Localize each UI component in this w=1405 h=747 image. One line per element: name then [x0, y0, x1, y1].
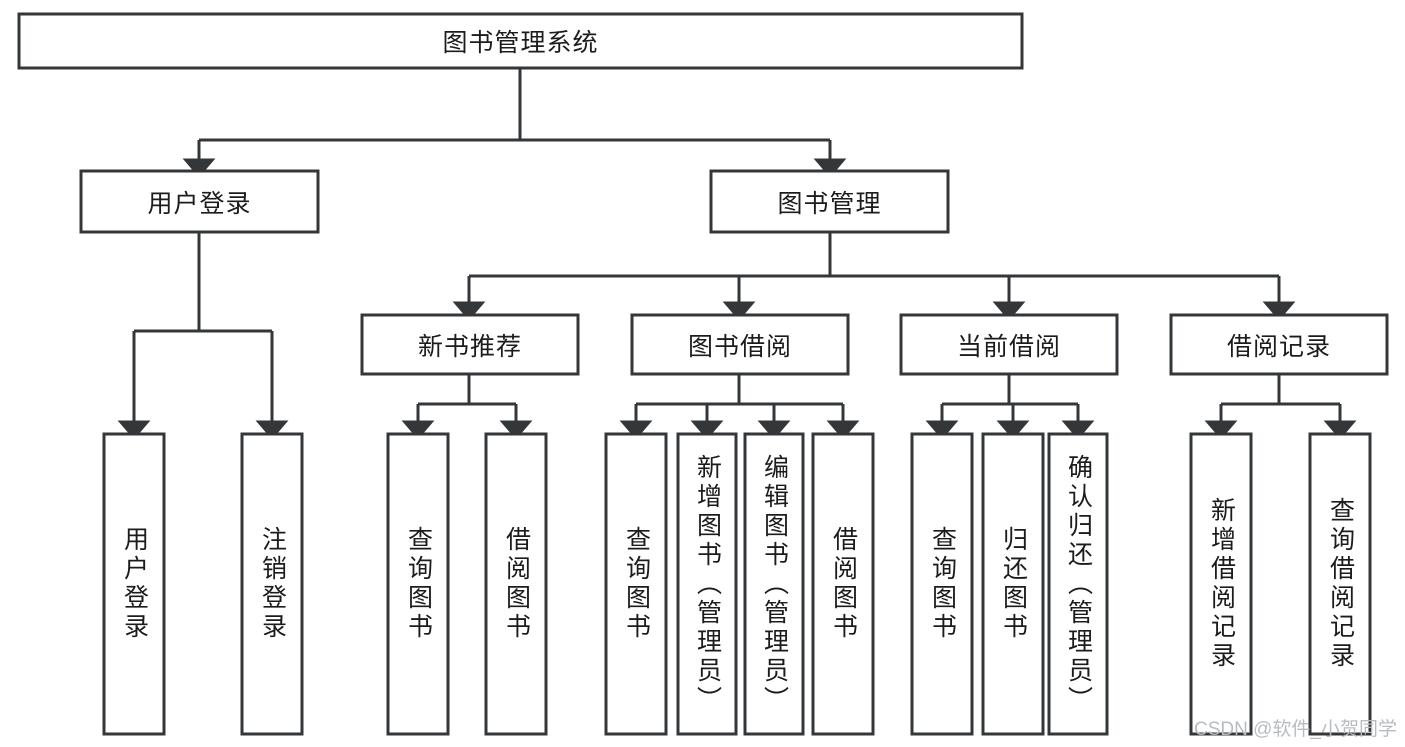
node-user-login-box[interactable]: [79, 169, 320, 234]
node-new-book-recommend-box[interactable]: [360, 313, 580, 376]
leaf-query-book-current-box[interactable]: [910, 432, 974, 736]
leaf-confirm-return-box[interactable]: [1047, 432, 1109, 736]
leaf-edit-book-box[interactable]: [743, 432, 805, 736]
connector-group-root: [182, 68, 847, 178]
node-current-borrow-box[interactable]: [899, 313, 1119, 376]
node-book-manage-box[interactable]: [709, 169, 950, 234]
node-root-box[interactable]: [17, 12, 1024, 70]
leaf-user-logout-box[interactable]: [240, 432, 304, 736]
leaf-return-book-box[interactable]: [981, 432, 1045, 736]
connector-group-book-manage: [452, 232, 1296, 321]
leaf-query-book-rec-box[interactable]: [386, 432, 450, 736]
leaf-query-book-borrow-box[interactable]: [604, 432, 668, 736]
connector-group-user-login: [117, 232, 289, 440]
leaf-add-record-box[interactable]: [1189, 432, 1253, 736]
connector-group-current-borrow: [925, 374, 1095, 440]
leaf-query-record-box[interactable]: [1308, 432, 1372, 736]
leaf-borrow-book-rec-box[interactable]: [484, 432, 548, 736]
connector-group-borrow-record: [1204, 374, 1357, 440]
node-book-borrow-box[interactable]: [630, 313, 850, 376]
leaf-add-book-box[interactable]: [676, 432, 738, 736]
connector-group-new-book-recommend: [401, 374, 533, 440]
node-borrow-record-box[interactable]: [1169, 313, 1389, 376]
leaf-user-login-box[interactable]: [102, 432, 166, 736]
connector-group-book-borrow: [619, 374, 860, 440]
leaf-borrow-book-box[interactable]: [811, 432, 875, 736]
